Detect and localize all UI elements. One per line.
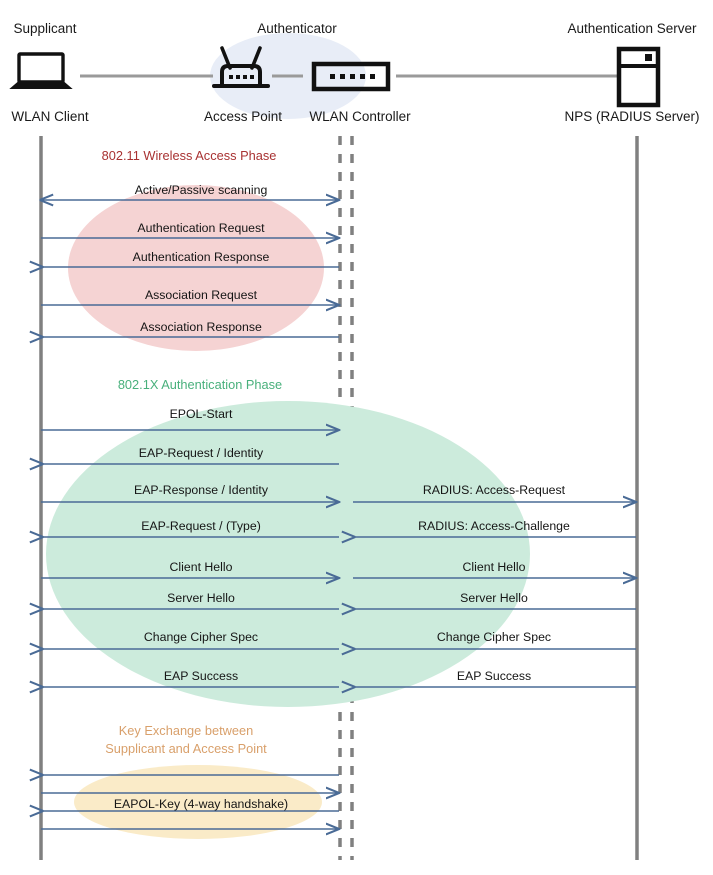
phase-label-80211: 802.11 Wireless Access Phase	[102, 148, 277, 163]
message-label: Association Request	[145, 288, 258, 302]
message-label: EAP-Request / (Type)	[141, 519, 261, 533]
role-title-supplicant: Supplicant	[13, 21, 76, 36]
phase-ellipse-80211	[68, 185, 324, 351]
message-label: Server Hello	[167, 591, 235, 605]
wlan-controller-icon	[311, 61, 391, 92]
phase-label-key-line2: Supplicant and Access Point	[105, 741, 267, 756]
role-title-auth-server: Authentication Server	[567, 21, 697, 36]
message-label: Authentication Response	[133, 250, 270, 264]
phase-ellipse-8021x	[46, 401, 530, 707]
phase-label-8021x: 802.1X Authentication Phase	[118, 377, 282, 392]
message-label: EAP Success	[164, 669, 238, 683]
message-group-80211: Active/Passive scanning Authentication R…	[41, 183, 339, 337]
server-icon	[616, 46, 661, 108]
device-label-nps: NPS (RADIUS Server)	[564, 109, 699, 124]
phase-ellipse-key	[74, 765, 322, 839]
message-label: EAP-Request / Identity	[139, 446, 264, 460]
phase-label-key-line1: Key Exchange between	[119, 723, 253, 738]
device-label-wlan-client: WLAN Client	[11, 109, 89, 124]
message-label: EPOL-Start	[170, 407, 233, 421]
device-label-access-point: Access Point	[204, 109, 282, 124]
message-label: Authentication Request	[137, 221, 265, 235]
message-label: EAPOL-Key (4-way handshake)	[114, 797, 288, 811]
message-label: Client Hello	[170, 560, 233, 574]
message-label: RADIUS: Access-Challenge	[418, 519, 570, 533]
message-label: Change Cipher Spec	[144, 630, 258, 644]
message-label: Server Hello	[460, 591, 528, 605]
laptop-icon	[9, 52, 73, 89]
message-label: Client Hello	[463, 560, 526, 574]
message-group-key-exchange: EAPOL-Key (4-way handshake)	[41, 775, 339, 829]
message-label: EAP-Response / Identity	[134, 483, 269, 497]
device-label-wlan-controller: WLAN Controller	[309, 109, 411, 124]
access-point-icon	[212, 46, 270, 88]
message-label: EAP Success	[457, 669, 531, 683]
message-label: Association Response	[140, 320, 262, 334]
message-label: RADIUS: Access-Request	[423, 483, 566, 497]
role-title-authenticator: Authenticator	[257, 21, 337, 36]
message-group-8021x: EPOL-Start EAP-Request / Identity EAP-Re…	[41, 407, 636, 687]
message-label: Active/Passive scanning	[135, 183, 268, 197]
message-label: Change Cipher Spec	[437, 630, 551, 644]
